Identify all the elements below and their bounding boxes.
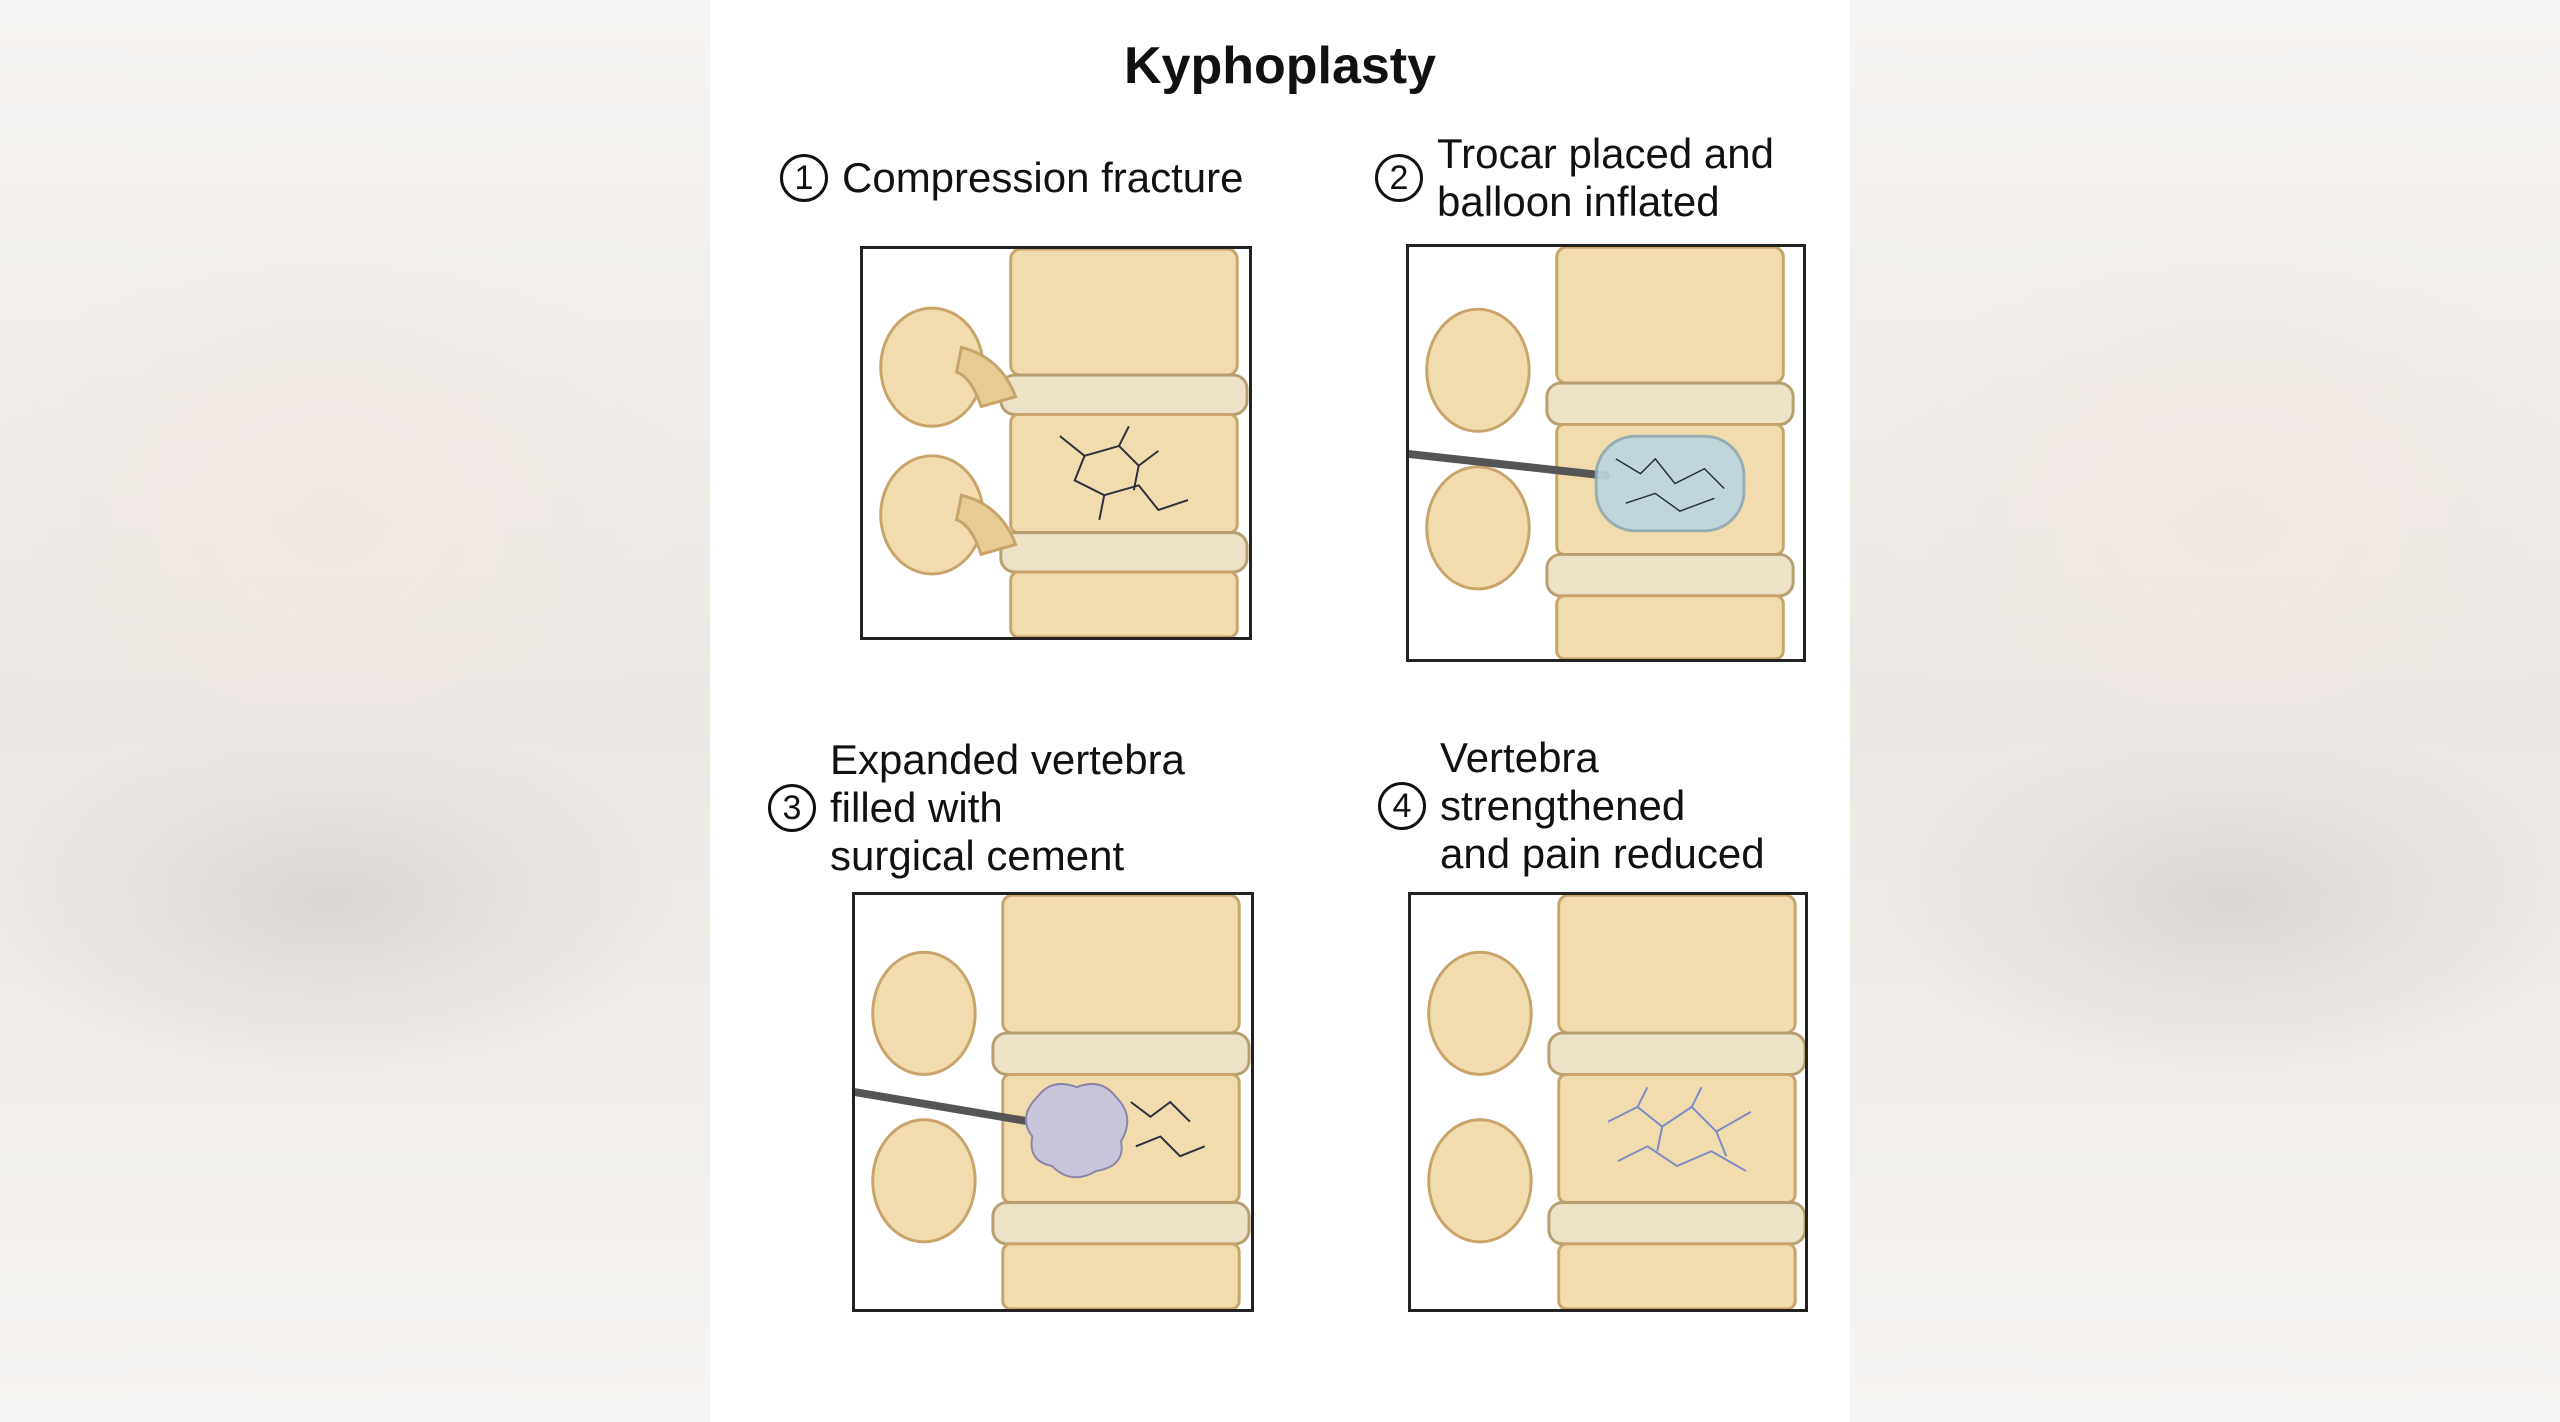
step-1-label: Compression fracture [842,154,1244,201]
spine-segment [871,895,1251,1309]
surgical-cement-mass [1025,1083,1129,1179]
step-3-panel [852,892,1254,1312]
step-2-caption: 2 Trocar placed and balloon inflated [1375,130,1774,226]
cement-cannula [855,1088,1047,1128]
step-2-number: 2 [1375,154,1423,202]
step-3-caption: 3 Expanded vertebra filled with surgical… [768,736,1185,880]
step-2-panel [1406,244,1806,662]
step-1-panel [860,246,1252,640]
remaining-cracks [1130,1100,1206,1158]
fracture-cracks [1059,425,1189,520]
step-4-label: Vertebra strengthened and pain reduced [1440,734,1765,877]
step-1-number: 1 [780,154,828,202]
cement-filled-illustration [855,895,1251,1309]
step-1-caption: 1 Compression fracture [780,154,1243,202]
step-4-number: 4 [1378,782,1426,830]
page-title: Kyphoplasty [1123,37,1437,95]
spine-segment [879,249,1249,637]
healed-cement-lines [1607,1086,1752,1172]
illustration-card: Kyphoplasty 1 Compression fracture [710,0,1850,1422]
spine-segment [1427,895,1805,1309]
step-4-caption: 4 Vertebra strengthened and pain reduced [1378,734,1765,878]
compression-fracture-illustration [879,249,1249,637]
step-3-label: Expanded vertebra filled with surgical c… [830,736,1185,879]
step-4-panel [1408,892,1808,1312]
step-2-label: Trocar placed and balloon inflated [1437,130,1774,225]
inflated-balloon [1594,434,1746,533]
strengthened-vertebra-illustration [1427,895,1805,1309]
trocar-balloon-illustration [1409,247,1795,659]
step-3-number: 3 [768,784,816,832]
